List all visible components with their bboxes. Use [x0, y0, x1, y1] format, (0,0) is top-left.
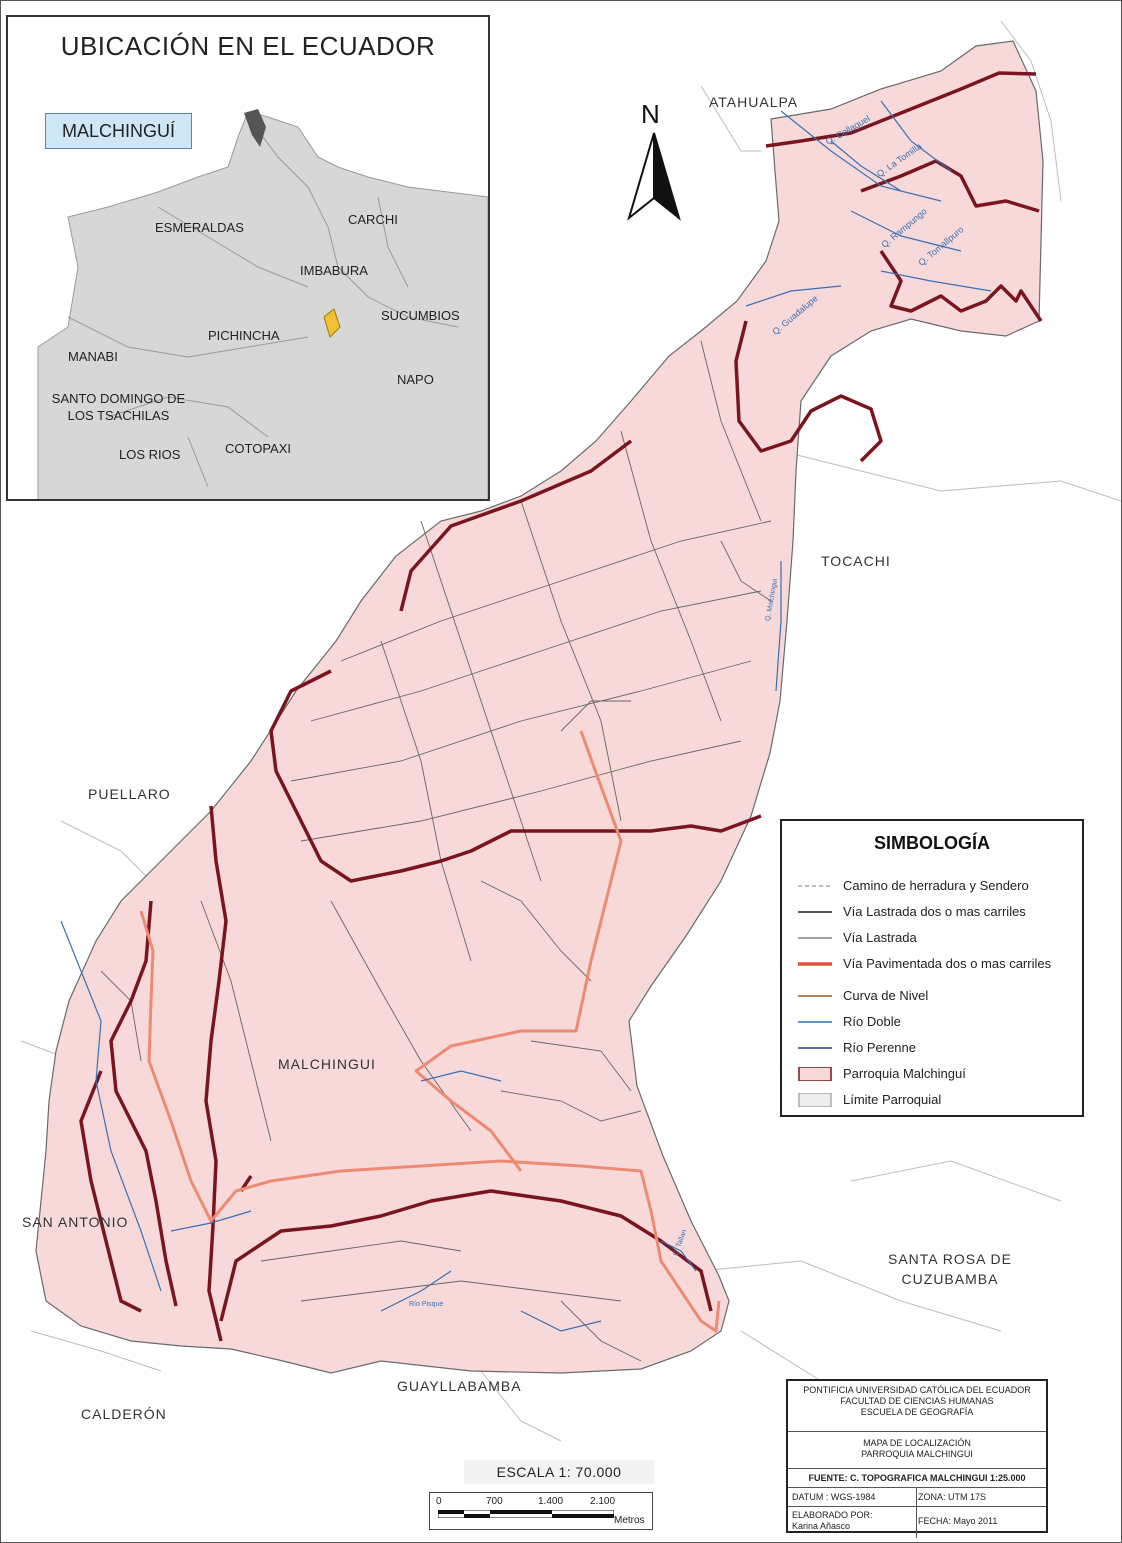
scale-tick: 0 [436, 1496, 442, 1507]
brown-line-icon [798, 995, 832, 997]
parish-label-santa-rosa: SANTA ROSA DE CUZUBAMBA [888, 1251, 1012, 1287]
title-block: PONTIFICIA UNIVERSIDAD CATÓLICA DEL ECUA… [786, 1379, 1048, 1538]
dashed-line-icon [798, 885, 832, 887]
title-block-datum-row: DATUM : WGS-1984 ZONA: UTM 17S [788, 1488, 1046, 1507]
legend-item: Curva de Nivel [782, 983, 1082, 1009]
province-label: COTOPAXI [225, 441, 291, 456]
legend-item: Límite Parroquial [782, 1087, 1082, 1113]
thin-line-icon [798, 937, 832, 939]
dark-blue-line-icon [798, 1047, 832, 1049]
title-block-institution: PONTIFICIA UNIVERSIDAD CATÓLICA DEL ECUA… [788, 1381, 1046, 1432]
north-arrow-icon [627, 132, 681, 221]
legend-item: Río Perenne [782, 1035, 1082, 1061]
scale-label: ESCALA 1: 70.000 [464, 1460, 654, 1484]
legend-item: Río Doble [782, 1009, 1082, 1035]
scale-tick: 700 [486, 1496, 503, 1507]
parish-label-malchingui: MALCHINGUI [278, 1056, 376, 1072]
parish-label-san-antonio: SAN ANTONIO [22, 1214, 129, 1230]
parish-label-puellaro: PUELLARO [88, 786, 171, 802]
inset-map: UBICACIÓN EN EL ECUADOR MALCHINGUÍ ESMER… [6, 15, 490, 501]
scale-tick: 1.400 [538, 1496, 564, 1507]
province-label: LOS RIOS [119, 447, 181, 462]
scale-tick: 2.100 [590, 1496, 616, 1507]
province-label: IMBABURA [300, 263, 368, 278]
red-line-icon [798, 962, 832, 966]
rivers [60, 100, 992, 1332]
pink-fill-icon [798, 1067, 832, 1081]
legend-item: Camino de herradura y Sendero [782, 873, 1082, 899]
province-label: PICHINCHA [208, 328, 280, 343]
legend-item: Parroquia Malchinguí [782, 1061, 1082, 1087]
black-line-icon [798, 911, 832, 913]
ecuador-outline [37, 109, 488, 499]
gray-fill-icon [798, 1093, 832, 1107]
inset-title: UBICACIÓN EN EL ECUADOR [60, 31, 436, 61]
title-block-map-title: MAPA DE LOCALIZACIÓN PARROQUIA MALCHINGU… [788, 1432, 1046, 1469]
province-label: NAPO [397, 372, 434, 387]
title-block-author: ELABORADO POR: Karina Añasco [788, 1507, 917, 1538]
province-label: MANABI [68, 349, 118, 364]
title-block-source: FUENTE: C. TOPOGRAFICA MALCHINGUI 1:25.0… [788, 1469, 1046, 1488]
province-label: SANTO DOMINGO DE LOS TSACHILAS [51, 391, 186, 423]
legend-item: Vía Lastrada [782, 925, 1082, 951]
title-block-date: FECHA: Mayo 2011 [918, 1516, 998, 1526]
parish-polygon [35, 40, 1044, 1374]
river-label: Río Pisque [409, 1301, 444, 1308]
legend-title: SIMBOLOGÍA [874, 833, 990, 853]
malchingui-callout: MALCHINGUÍ [45, 113, 192, 149]
parish-label-tocachi: TOCACHI [821, 553, 891, 569]
legend-item: Vía Pavimentada dos o mas carriles [782, 951, 1082, 977]
province-label: CARCHI [348, 212, 398, 227]
scale-bar-graphic [438, 1510, 614, 1518]
parish-label-guayllabamba: GUAYLLABAMBA [397, 1378, 522, 1394]
north-letter: N [641, 99, 660, 129]
title-block-zone: ZONA: UTM 17S [918, 1492, 987, 1502]
blue-line-icon [798, 1021, 832, 1023]
province-label: ESMERALDAS [155, 220, 244, 235]
legend-item: Vía Lastrada dos o mas carriles [782, 899, 1082, 925]
scale-units: Metros [614, 1515, 645, 1526]
title-block-author-row: ELABORADO POR: Karina Añasco FECHA: Mayo… [788, 1507, 1046, 1538]
legend: SIMBOLOGÍA Camino de herradura y Sendero… [780, 819, 1084, 1117]
paved-roads [139, 730, 721, 1333]
parish-label-atahualpa: ATAHUALPA [709, 94, 799, 110]
contour-lines [79, 71, 1043, 1342]
scale-bar: 0 700 1.400 2.100 Metros [429, 1492, 653, 1530]
parish-label-calderon: CALDERÓN [81, 1406, 167, 1422]
province-label: SUCUMBIOS [381, 308, 460, 323]
title-block-datum: DATUM : WGS-1984 [788, 1488, 917, 1506]
